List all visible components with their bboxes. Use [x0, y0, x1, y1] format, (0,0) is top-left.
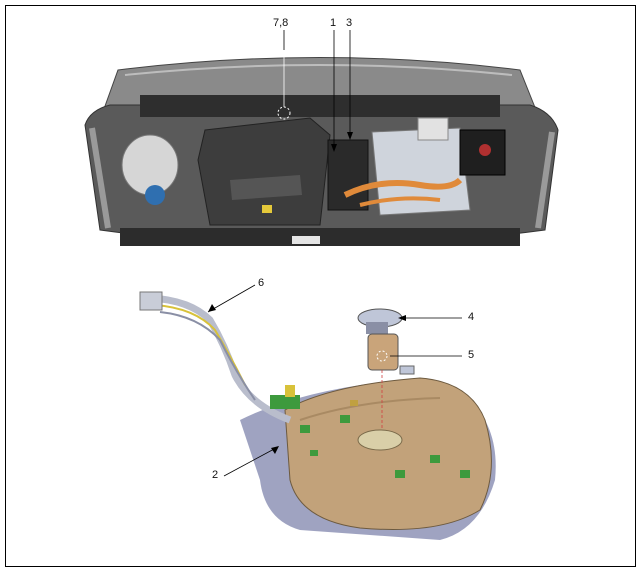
callout-5: 5	[468, 349, 475, 361]
callout-4: 4	[468, 311, 475, 323]
fuel-tank-illustration	[240, 377, 496, 540]
callout-1: 1	[330, 17, 337, 29]
callout-7-8: 7,8	[273, 17, 289, 29]
callout-3: 3	[346, 17, 353, 29]
callout-6: 6	[258, 277, 265, 289]
leader-lines	[207, 284, 462, 477]
callout-2: 2	[212, 469, 219, 481]
fuel-pump-module-illustration	[357, 308, 403, 430]
engine-bay-illustration	[84, 30, 559, 246]
filler-neck-illustration	[139, 291, 300, 424]
fuel-sender-illustration	[399, 365, 415, 375]
